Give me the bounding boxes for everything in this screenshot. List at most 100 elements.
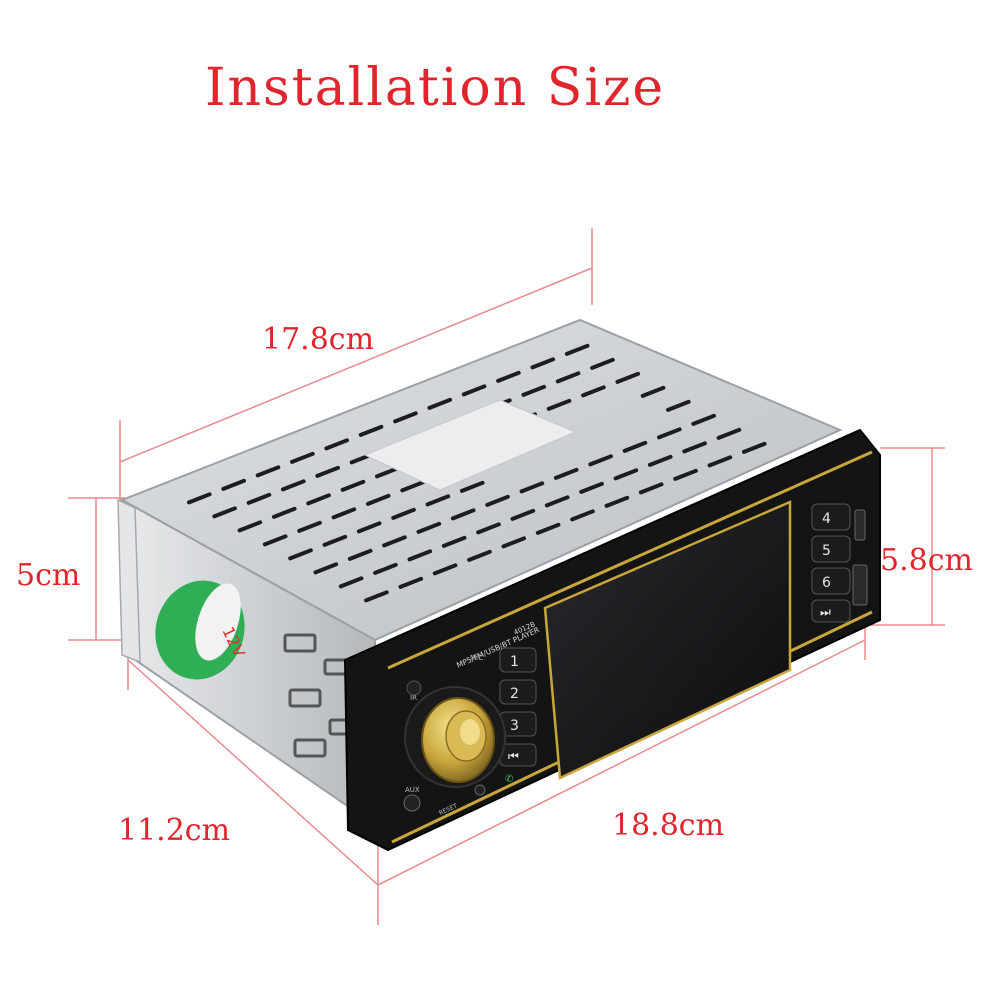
dimension-side-height: 5cm bbox=[16, 558, 81, 593]
depth-line bbox=[119, 267, 593, 463]
vent-slot bbox=[622, 440, 648, 453]
svg-text:5: 5 bbox=[822, 543, 831, 559]
vent-slot bbox=[187, 492, 212, 505]
vent-slots bbox=[187, 343, 767, 603]
vent-slot bbox=[496, 370, 521, 383]
vent-slot bbox=[657, 427, 682, 440]
vent-slot bbox=[315, 465, 340, 478]
vent-slot bbox=[297, 520, 322, 533]
vent-slot bbox=[393, 411, 418, 424]
volume-knob[interactable] bbox=[404, 686, 506, 788]
preset-button-2[interactable]: 2 bbox=[499, 679, 537, 705]
usb-slot[interactable] bbox=[852, 564, 868, 606]
reset-button[interactable] bbox=[474, 784, 486, 796]
vent-slot bbox=[347, 548, 373, 561]
vent-slot bbox=[640, 385, 666, 398]
dimension-lines bbox=[68, 228, 945, 925]
top-paper-label bbox=[363, 399, 577, 491]
vent-slot bbox=[290, 451, 315, 464]
vent-slot bbox=[373, 562, 398, 575]
dimension-front-width: 18.8cm bbox=[612, 808, 725, 843]
vent-slot bbox=[288, 548, 313, 561]
vent-slot bbox=[581, 385, 606, 398]
svg-text:6: 6 bbox=[822, 575, 831, 591]
vent-slot bbox=[741, 441, 767, 454]
vent-slot bbox=[322, 534, 348, 547]
vent-slot bbox=[221, 478, 246, 491]
vent-slot bbox=[615, 371, 641, 384]
port-label-aux: AUX bbox=[405, 786, 420, 794]
preset-button-1[interactable]: 1 bbox=[499, 647, 537, 673]
vent-slot bbox=[716, 427, 742, 440]
display-screen bbox=[543, 500, 792, 780]
vent-slot bbox=[638, 482, 664, 495]
side-length-line bbox=[127, 659, 379, 886]
vent-slot bbox=[271, 506, 297, 519]
vent-slot bbox=[432, 563, 458, 576]
front-width-line bbox=[377, 639, 866, 886]
vent-slot bbox=[262, 534, 288, 547]
next-track-button[interactable]: ⏭ bbox=[811, 599, 851, 623]
vent-slot bbox=[691, 413, 716, 426]
preset-button-6[interactable]: 6 bbox=[811, 567, 851, 595]
vent-slot bbox=[519, 481, 545, 494]
vent-slot bbox=[246, 492, 272, 505]
vent-slot bbox=[340, 479, 366, 492]
vent-slot bbox=[570, 509, 595, 522]
svg-text:3: 3 bbox=[510, 718, 519, 734]
vent-slot bbox=[398, 576, 424, 589]
vent-slot bbox=[666, 399, 691, 412]
vent-slot bbox=[391, 507, 416, 520]
svg-text:2: 2 bbox=[510, 686, 519, 702]
dimension-side-length: 11.2cm bbox=[118, 813, 231, 848]
svg-text:1: 1 bbox=[510, 654, 519, 670]
vent-slot bbox=[673, 468, 698, 481]
vent-slot bbox=[416, 521, 442, 534]
aux-jack[interactable] bbox=[403, 794, 421, 812]
port-label-ir: IR bbox=[410, 694, 417, 702]
preset-button-5[interactable]: 5 bbox=[811, 535, 851, 563]
vent-slot bbox=[485, 494, 510, 507]
page-title: Installation Size bbox=[205, 58, 666, 118]
vent-slot bbox=[364, 590, 389, 603]
vent-slot bbox=[476, 522, 501, 535]
vent-slot bbox=[501, 536, 527, 549]
vent-slot bbox=[579, 481, 604, 494]
vent-slot bbox=[588, 454, 613, 467]
vent-slot bbox=[306, 493, 331, 506]
gold-trim-top bbox=[387, 450, 873, 670]
vent-slot bbox=[407, 549, 433, 562]
vent-slot bbox=[604, 495, 630, 508]
right-button-column: 4 5 6 ⏭ bbox=[811, 503, 868, 623]
dimension-front-height: 5.8cm bbox=[880, 543, 973, 578]
dimension-top-depth: 17.8cm bbox=[262, 322, 375, 357]
vent-slot bbox=[212, 506, 237, 519]
vent-slot bbox=[461, 384, 487, 397]
vent-slot bbox=[425, 494, 451, 507]
prev-track-button[interactable]: ⏮ bbox=[499, 743, 537, 767]
vent-slot bbox=[400, 480, 425, 493]
preset-button-4[interactable]: 4 bbox=[811, 503, 851, 531]
vent-slot bbox=[375, 466, 400, 479]
vent-slot bbox=[382, 535, 407, 548]
voltage-sticker: 12V bbox=[155, 580, 249, 680]
vent-slot bbox=[613, 468, 639, 481]
port-label-mic: MIC bbox=[470, 654, 483, 662]
ir-sensor bbox=[406, 680, 422, 696]
vent-slot bbox=[313, 562, 339, 575]
vent-slot bbox=[358, 424, 384, 437]
next-track-icon: ⏭ bbox=[820, 605, 831, 619]
vent-slot bbox=[281, 479, 306, 492]
vent-slot bbox=[331, 507, 357, 520]
sd-card-slot[interactable] bbox=[854, 509, 866, 541]
vent-slot bbox=[530, 357, 556, 370]
vent-slot bbox=[467, 549, 492, 562]
chassis-bracket bbox=[117, 498, 141, 664]
left-button-column: 1 2 3 ⏮ bbox=[499, 647, 537, 767]
vent-slot bbox=[546, 398, 572, 411]
vent-slot bbox=[510, 508, 536, 521]
vent-slot bbox=[338, 576, 364, 589]
vent-slot bbox=[450, 508, 476, 521]
vent-slot bbox=[427, 397, 453, 410]
vent-slot bbox=[590, 357, 615, 370]
